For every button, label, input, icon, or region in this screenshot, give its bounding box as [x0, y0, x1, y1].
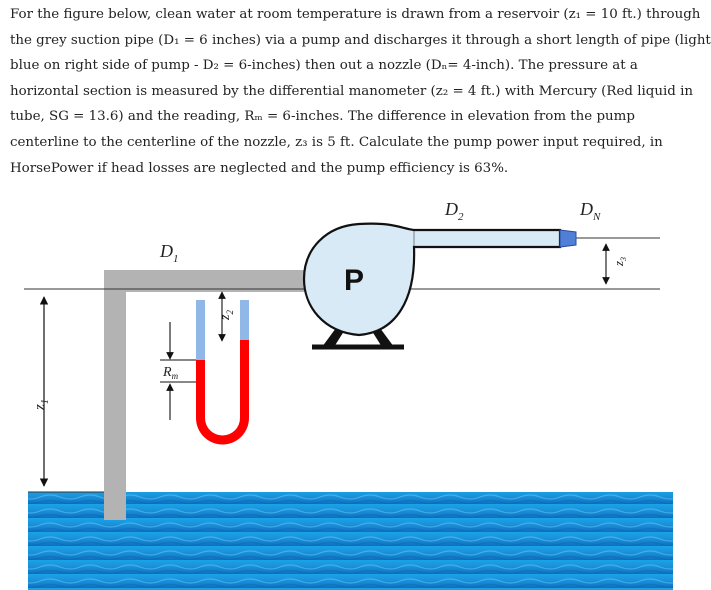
- suction-pipe-vertical: [104, 270, 126, 520]
- pump-system-figure: z1 D1 z2 Rm P D2 DN z3: [24, 199, 673, 590]
- manometer: [196, 300, 249, 445]
- problem-line: horizontal section is measured by the di…: [10, 83, 694, 99]
- problem-line: the grey suction pipe (D₁ = 6 inches) vi…: [10, 32, 711, 48]
- pump: [302, 222, 562, 337]
- problem-statement: For the figure below, clean water at roo…: [10, 2, 711, 181]
- z1-label: z1: [32, 399, 51, 411]
- rm-label: Rm: [162, 365, 179, 381]
- problem-line: HorsePower if head losses are neglected …: [10, 160, 509, 176]
- suction-pipe-horizontal: [104, 270, 322, 292]
- reservoir-water: [28, 492, 673, 590]
- problem-line: centerline to the centerline of the nozz…: [10, 134, 663, 150]
- problem-line: tube, SG = 13.6) and the reading, Rₘ = 6…: [10, 109, 635, 125]
- nozzle: [559, 229, 577, 248]
- problem-line: For the figure below, clean water at roo…: [10, 7, 701, 22]
- d2-label: D2: [444, 199, 464, 223]
- dn-label: DN: [579, 199, 601, 223]
- problem-line: blue on right side of pump - D₂ = 6-inch…: [10, 58, 638, 74]
- d1-label: D1: [159, 241, 179, 265]
- z2-label: z2: [218, 310, 235, 321]
- z3-label: z3: [611, 257, 628, 267]
- pump-label: P: [344, 264, 364, 297]
